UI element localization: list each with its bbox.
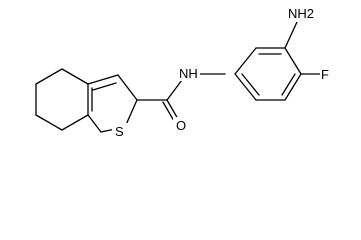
amide-linkage (136, 73, 226, 122)
cyclohexane-ring (35, 68, 89, 131)
sulfur-atom-label: S (115, 124, 124, 139)
amide-nh-label: NH (179, 66, 198, 81)
molecule-diagram: S O NH NH2 F (35, 6, 329, 139)
substituent-bonds (284, 21, 321, 75)
benzene-ring (234, 47, 302, 101)
amine-nh2-label: NH2 (288, 6, 314, 21)
fluorine-atom-label: F (321, 67, 329, 82)
structure-drawing: S O NH NH2 F (35, 6, 329, 139)
oxygen-atom-label: O (176, 118, 186, 133)
